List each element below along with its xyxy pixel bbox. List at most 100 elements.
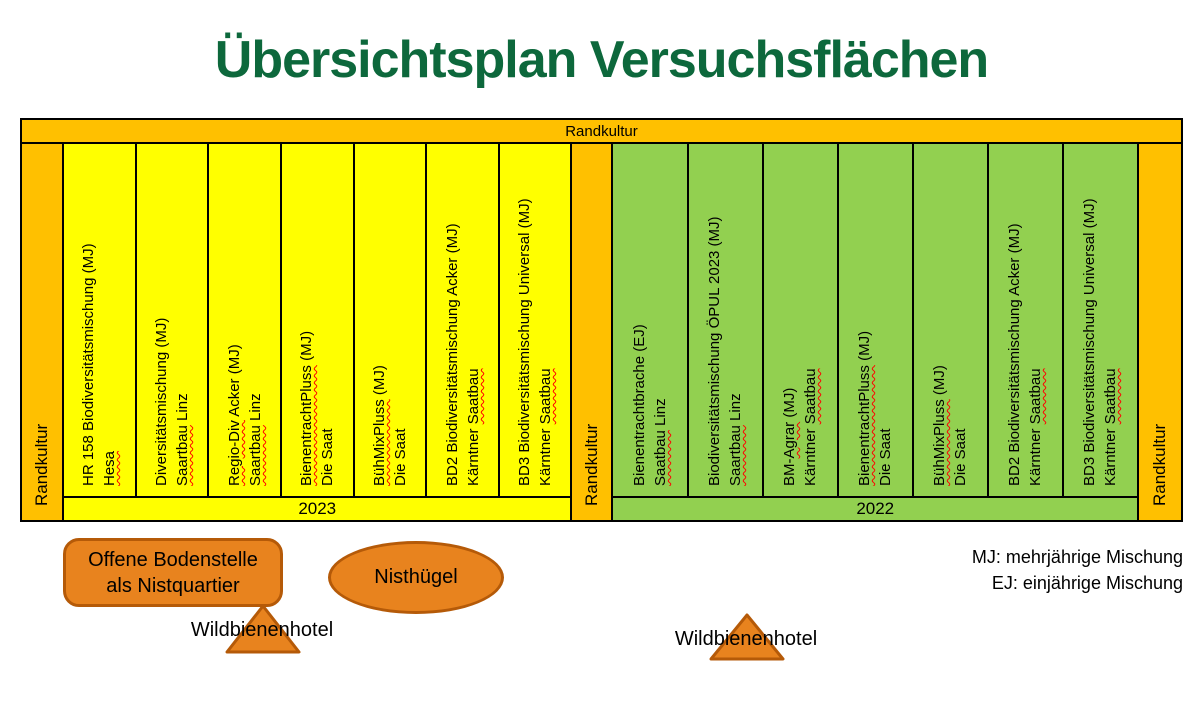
- squiggled-text: Saatbau: [537, 368, 555, 425]
- plain-text: Kärntner: [464, 424, 482, 486]
- plot-column: BienentrachtPluss (MJ)Die Saat: [839, 144, 914, 496]
- squiggled-text: Regio-Div: [225, 420, 243, 486]
- plot-source: Kärntner Saatbau: [535, 148, 556, 486]
- plot-source: Hesa: [99, 148, 120, 486]
- year-label-2023: 2023: [298, 499, 337, 518]
- plot-label: BD2 Biodiversitätsmischung Acker (MJ)Kär…: [1001, 148, 1049, 492]
- plot-label: BD2 Biodiversitätsmischung Acker (MJ)Kär…: [439, 148, 487, 492]
- plot-label: BühMixPluss (MJ)Die Saat: [366, 148, 414, 492]
- plot-source: Die Saat: [390, 148, 411, 486]
- squiggled-text: Hesa: [101, 450, 119, 486]
- plot-label: Diversitätsmischung (MJ)Saartbau Linz: [148, 148, 196, 492]
- top-randkultur-band: Randkultur: [22, 120, 1181, 144]
- plot-source: Saartbau Linz: [725, 148, 746, 486]
- left-randkultur-strip: Randkultur: [22, 144, 64, 520]
- plot-label: BD3 Biodiversitätsmischung Universal (MJ…: [511, 148, 559, 492]
- page-title: Übersichtsplan Versuchsflächen: [214, 31, 989, 89]
- middle-randkultur-label: Randkultur: [581, 423, 601, 506]
- plot-name: Bienentrachtbrache (EJ): [629, 148, 650, 486]
- legend-ej: EJ: einjährige Mischung: [991, 573, 1183, 593]
- plain-text: Acker (MJ): [225, 344, 243, 421]
- plot-label: Regio-Div Acker (MJ)Saartbau Linz: [221, 148, 269, 492]
- plain-text: BD3 Biodiversitätsmischung Universal (MJ…: [1081, 198, 1099, 486]
- squiggled-text: BühMixPluss: [370, 399, 388, 486]
- squiggled-text: Saatbau: [1102, 368, 1120, 425]
- plain-text: (MJ): [931, 365, 949, 400]
- plot-source: Die Saat: [875, 148, 896, 486]
- squiggled-text: Saatbau: [802, 368, 820, 425]
- year-label-2022: 2022: [856, 499, 895, 518]
- plot-column: BD3 Biodiversitätsmischung Universal (MJ…: [1064, 144, 1137, 496]
- plain-text: Die Saat: [391, 428, 409, 486]
- plot-name: BD3 Biodiversitätsmischung Universal (MJ…: [1079, 148, 1100, 486]
- legend-mj: MJ: mehrjährige Mischung: [971, 547, 1183, 567]
- squiggled-text: Saartbau: [246, 425, 264, 486]
- plain-text: Biodiversitätsmischung ÖPUL 2023 (MJ): [706, 216, 724, 486]
- plot-label: HR 158 Biodiversitätsmischung (MJ)Hesa: [75, 148, 123, 492]
- bee-hotel-right-label: Wildbienenhotel: [674, 628, 818, 650]
- plain-text: (MJ): [781, 387, 799, 422]
- plain-text: (MJ): [856, 330, 874, 366]
- squiggled-text: Saartbau: [727, 425, 745, 486]
- year-row-2022: 2022: [613, 496, 1137, 520]
- top-randkultur-label: Randkultur: [565, 122, 638, 140]
- plain-text: Diversitätsmischung (MJ): [152, 317, 170, 486]
- plot-column: Diversitätsmischung (MJ)Saartbau Linz: [137, 144, 210, 496]
- plot-table: Randkultur Randkultur HR 158 Biodiversit…: [20, 118, 1183, 522]
- plot-column: Biodiversitätsmischung ÖPUL 2023 (MJ)Saa…: [689, 144, 764, 496]
- middle-randkultur-strip: Randkultur: [570, 144, 614, 520]
- plain-text: Linz: [246, 393, 264, 426]
- plot-column: BühMixPluss (MJ)Die Saat: [355, 144, 428, 496]
- plain-text: Kärntner: [802, 424, 820, 486]
- plot-name: BD3 Biodiversitätsmischung Universal (MJ…: [514, 148, 535, 486]
- plain-text: Linz: [652, 398, 669, 431]
- right-randkultur-strip: Randkultur: [1137, 144, 1181, 520]
- plot-name: BM-Agrar (MJ): [779, 148, 800, 486]
- bee-hotel-triangle-icon: [709, 613, 785, 661]
- plot-name: BienentrachtPluss (MJ): [854, 148, 875, 486]
- plain-text: BD2 Biodiversitätsmischung Acker (MJ): [1006, 223, 1024, 486]
- plot-name: HR 158 Biodiversitätsmischung (MJ): [78, 148, 99, 486]
- legend: MJ: mehrjährige Mischung EJ: einjährige …: [972, 544, 1183, 596]
- plain-text: Die Saat: [952, 428, 970, 486]
- plot-column: HR 158 Biodiversitätsmischung (MJ)Hesa: [64, 144, 137, 496]
- plain-text: (MJ): [298, 330, 316, 366]
- plain-text: Kärntner: [537, 424, 555, 486]
- plot-source: Die Saat: [317, 148, 338, 486]
- plot-name: Biodiversitätsmischung ÖPUL 2023 (MJ): [704, 148, 725, 486]
- lower-annotations: Offene Bodenstelle als Nistquartier Nist…: [0, 522, 1203, 708]
- plot-source: Kärntner Saatbau: [1025, 148, 1046, 486]
- plot-source: Saatbau Linz: [650, 148, 671, 486]
- plot-column: Bienentrachtbrache (EJ)Saatbau Linz: [613, 144, 689, 496]
- plot-source: Die Saat: [950, 148, 971, 486]
- plot-label: BD3 Biodiversitätsmischung Universal (MJ…: [1076, 148, 1124, 492]
- plain-text: BD3 Biodiversitätsmischung Universal (MJ…: [516, 198, 534, 486]
- plot-label: Biodiversitätsmischung ÖPUL 2023 (MJ)Saa…: [701, 148, 749, 492]
- plain-text: Die Saat: [877, 428, 895, 486]
- plot-name: BühMixPluss (MJ): [929, 148, 950, 486]
- plain-text: Linz: [173, 393, 191, 426]
- plot-name: Diversitätsmischung (MJ): [151, 148, 172, 486]
- plot-label: BienentrachtPluss (MJ)Die Saat: [293, 148, 341, 492]
- open-soil-nesting-shape: Offene Bodenstelle als Nistquartier: [63, 538, 283, 607]
- squiggled-text: Saatbau: [652, 430, 669, 486]
- plain-text: HR 158 Biodiversitätsmischung (MJ): [80, 243, 98, 486]
- open-soil-line2: als Nistquartier: [106, 574, 240, 597]
- plot-source: Kärntner Saatbau: [800, 148, 821, 486]
- squiggled-text: BühMixPluss: [931, 399, 949, 486]
- plain-text: BM-: [781, 458, 799, 487]
- plot-source: Saartbau Linz: [172, 148, 193, 486]
- plot-name: BühMixPluss (MJ): [369, 148, 390, 486]
- plot-column: BühMixPluss (MJ)Die Saat: [914, 144, 989, 496]
- plot-column: BD3 Biodiversitätsmischung Universal (MJ…: [500, 144, 571, 496]
- plot-name: Regio-Div Acker (MJ): [224, 148, 245, 486]
- plot-label: Bienentrachtbrache (EJ)Saatbau Linz: [626, 148, 674, 492]
- plot-name: BienentrachtPluss (MJ): [296, 148, 317, 486]
- squiggled-text: Saatbau: [1027, 368, 1045, 425]
- plot-column: Regio-Div Acker (MJ)Saartbau Linz: [209, 144, 282, 496]
